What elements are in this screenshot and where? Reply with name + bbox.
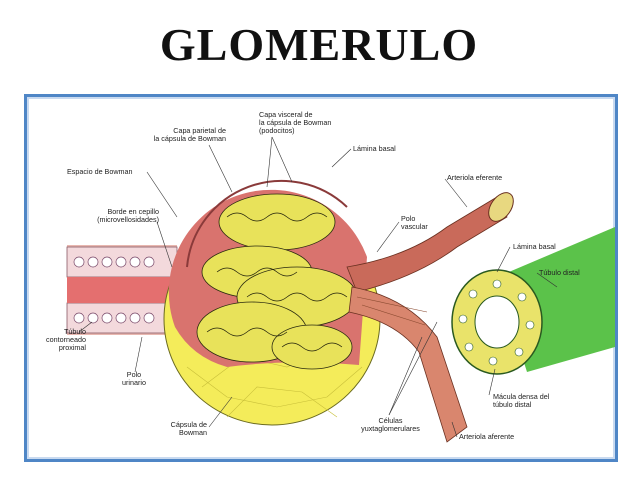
label-arteriola-aferente: Arteriola aferente <box>459 432 515 441</box>
leader-lines <box>78 136 558 438</box>
label-borde-cepillo: Borde en cepillo (microvellosidades) <box>97 207 159 224</box>
label-capsula-bowman: Cápsula de Bowman <box>170 420 207 437</box>
label-polo-vascular: Polo vascular <box>401 214 428 231</box>
afferent-arteriole <box>348 286 468 443</box>
label-tubulo-distal: Túbulo distal <box>539 268 580 277</box>
label-espacio-bowman: Espacio de Bowman <box>67 167 133 176</box>
label-capa-parietal: Capa parietal de la cápsula de Bowman <box>153 126 226 143</box>
diagram-frame: Capa parietal de la cápsula de Bowman Ca… <box>24 94 618 462</box>
distal-tubule <box>451 227 615 375</box>
label-lamina-basal-top: Lámina basal <box>353 144 396 153</box>
glomerulus-illustration <box>66 136 615 443</box>
label-macula-densa: Mácula densa del túbulo distal <box>493 392 550 409</box>
label-arteriola-eferente: Arteriola eferente <box>447 173 503 182</box>
proximal-tubule <box>66 245 182 335</box>
page-title: GLOMERULO <box>159 19 479 70</box>
efferent-arteriole <box>346 192 514 293</box>
label-celulas-yuxtaglomerulares: Células yuxtaglomerulares <box>361 416 420 433</box>
label-polo-urinario: Polo urinario <box>122 370 146 387</box>
label-tubulo-contorneado: Túbulo contorneado proximal <box>46 327 86 352</box>
capillary-tuft <box>196 193 358 370</box>
label-lamina-basal-right: Lámina basal <box>513 242 556 251</box>
label-capa-visceral: Capa visceral de la cápsula de Bowman (p… <box>259 110 332 135</box>
